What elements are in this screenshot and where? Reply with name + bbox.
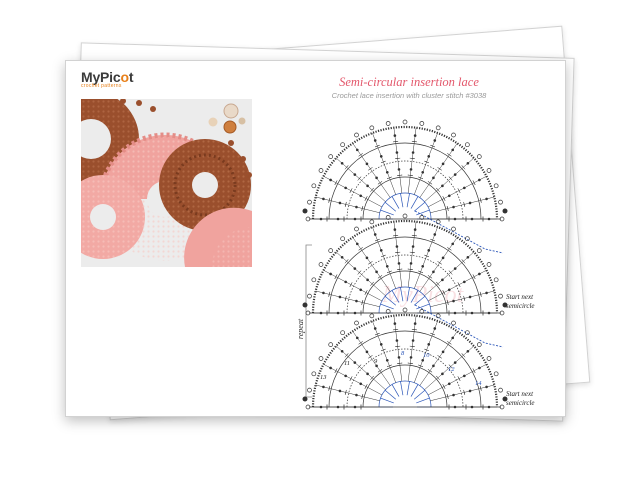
start-next-label-top: Start next	[506, 293, 534, 301]
repeat-label: repeat	[296, 318, 305, 339]
watermark: MyPicot	[381, 282, 465, 308]
repeat-bracket	[305, 244, 312, 398]
brand-tagline: crochet patterns	[81, 83, 122, 89]
chart-semicircles	[302, 119, 508, 410]
row-number-10: 10	[423, 352, 430, 359]
start-next-label-bottom: Start next	[506, 390, 534, 398]
pattern-sheet: MyPicot crochet patterns	[65, 60, 566, 447]
row-number-13: 13	[320, 374, 327, 381]
brand-logo[interactable]: MyPicot crochet patterns	[81, 69, 134, 89]
row-number-12: 12	[448, 366, 455, 373]
chart-semicircle	[302, 119, 508, 254]
chart-semicircle	[302, 213, 508, 348]
row-number-9: 9	[374, 358, 378, 365]
semicircle-label-top: semicircle	[506, 302, 535, 310]
brand-name: MyPicot	[81, 69, 134, 85]
pattern-subtitle: Crochet lace insertion with cluster stit…	[331, 91, 487, 100]
row-number-11: 11	[344, 360, 350, 367]
chart-semicircle	[302, 307, 508, 410]
pattern-title: Semi-circular insertion lace	[339, 75, 479, 89]
row-number-14: 14	[475, 380, 482, 387]
crochet-chart: MyPicot repeat Start next semicircle Sta…	[292, 107, 558, 447]
semicircle-label-bottom: semicircle	[506, 399, 535, 407]
row-number-8: 8	[401, 350, 405, 357]
lace-photo	[81, 99, 252, 267]
